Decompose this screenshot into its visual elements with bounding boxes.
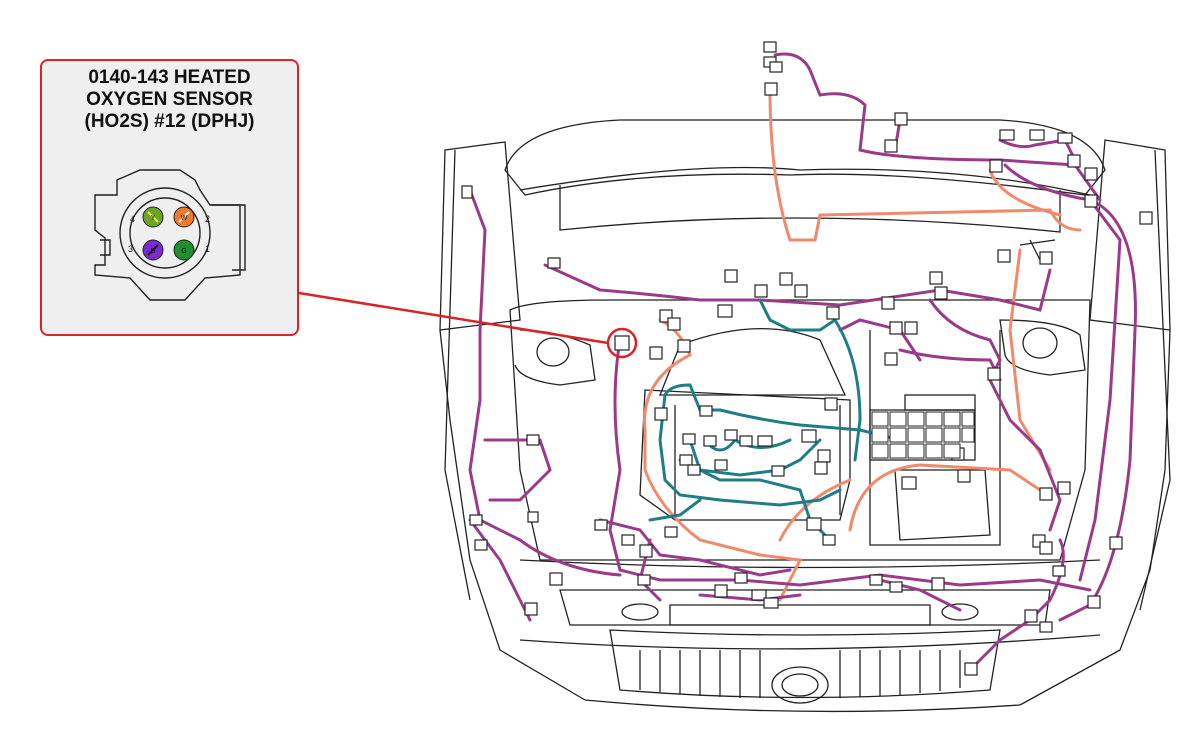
harness-purple (468, 52, 1137, 672)
callout-title-line-2: OXYGEN SENSOR (86, 89, 253, 110)
fuse-box-grid (871, 411, 975, 459)
harness-salmon (643, 88, 1082, 602)
callout-title: 0140-143 HEATED OXYGEN SENSOR (HO2S) #12… (42, 67, 297, 133)
connectors (461, 41, 1153, 676)
callout-leader-line (298, 291, 609, 345)
vehicle-outline (439, 119, 1171, 713)
harness-teal (648, 298, 902, 542)
callout-box: 0140-143 HEATED OXYGEN SENSOR (HO2S) #12… (40, 59, 299, 336)
callout-title-line-1: 0140-143 HEATED (88, 67, 251, 88)
callout-title-line-3: (HO2S) #12 (DPHJ) (84, 111, 255, 132)
